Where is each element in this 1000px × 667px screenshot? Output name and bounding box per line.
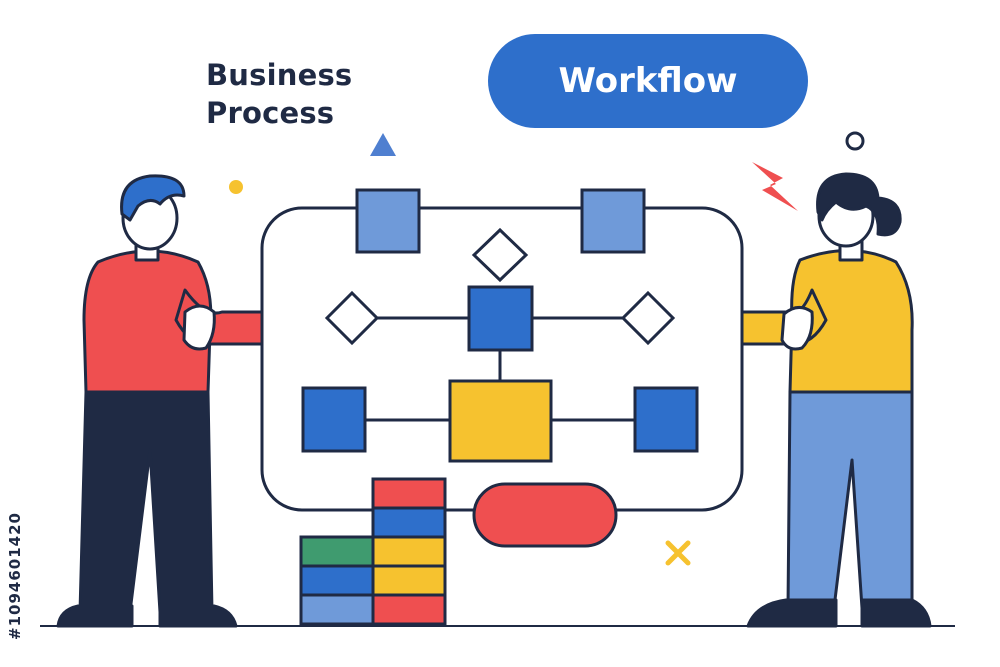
terminator-pill — [472, 482, 618, 548]
ring-icon — [845, 131, 865, 151]
person-left — [56, 174, 264, 628]
stock-id-watermark: #1094601420 — [6, 512, 24, 640]
title-line-1: Business — [206, 58, 353, 92]
flow-connectors — [365, 316, 635, 422]
workflow-badge-label: Workflow — [558, 61, 738, 101]
stacked-blocks — [299, 477, 447, 626]
decision-diamond-top — [471, 227, 529, 283]
triangle-icon — [370, 133, 396, 156]
process-step-left — [301, 386, 367, 453]
decision-diamond-right — [620, 290, 676, 346]
process-step-top-right — [580, 188, 646, 254]
process-step-right — [633, 386, 699, 453]
dot-icon — [229, 180, 243, 194]
lightning-icon — [752, 162, 798, 211]
person-right — [740, 172, 932, 628]
title-line-2: Process — [206, 96, 335, 130]
decision-diamond-left — [324, 290, 380, 346]
process-step-top-left — [355, 188, 421, 254]
process-step-center — [467, 285, 534, 352]
process-step-main — [448, 379, 553, 463]
page-title: Business Process — [206, 56, 406, 132]
workflow-badge: Workflow — [488, 34, 808, 128]
cross-icon — [665, 540, 691, 566]
